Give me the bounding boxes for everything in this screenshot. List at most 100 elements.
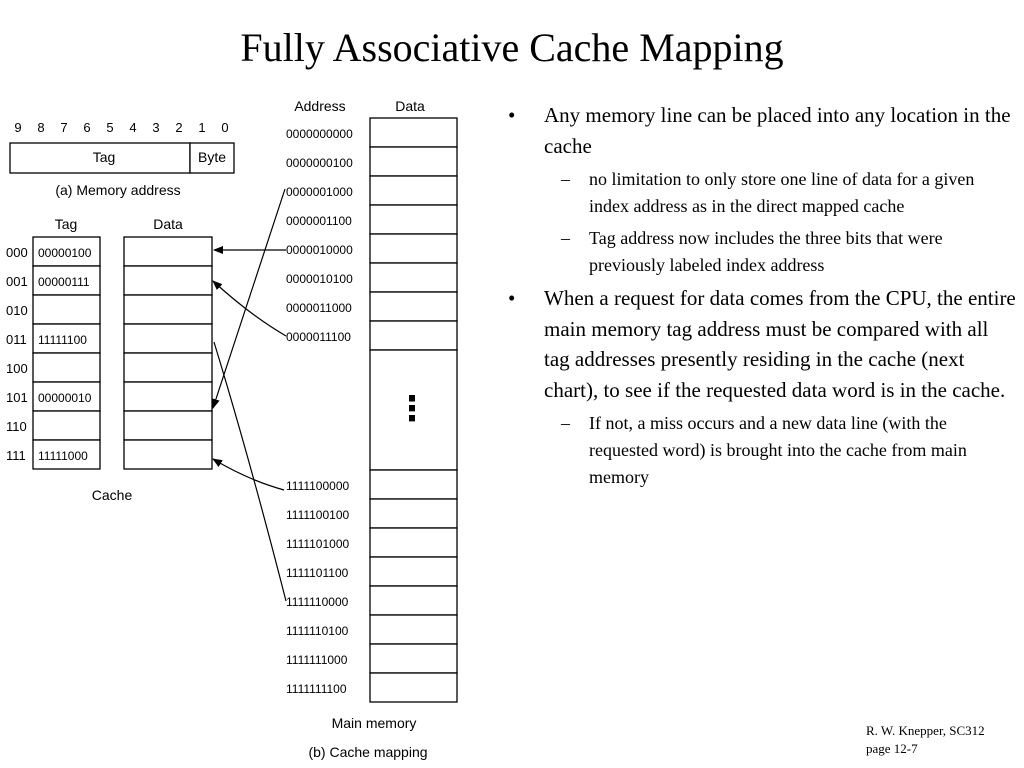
cache-index: 110 xyxy=(6,419,27,434)
cache-tag-cell xyxy=(32,294,101,325)
memory-address: 1111111100 xyxy=(286,682,347,696)
bullet-list: • Any memory line can be placed into any … xyxy=(508,100,1016,495)
memory-data-cell xyxy=(369,498,458,529)
tag-field-label: Tag xyxy=(93,149,116,165)
memory-address: 1111100100 xyxy=(286,508,350,522)
cache-tag-cell xyxy=(32,439,101,470)
cache-tag-value: 00000111 xyxy=(38,275,90,289)
memory-address: 1111101000 xyxy=(286,537,350,551)
mapping-line xyxy=(213,341,287,602)
footer: R. W. Knepper, SC312 page 12-7 xyxy=(866,722,985,758)
cache-data-cell xyxy=(123,294,213,325)
memory-data-cell xyxy=(369,146,458,177)
bit-number: 3 xyxy=(152,120,159,135)
memory-data-cell xyxy=(369,585,458,616)
cache-index: 101 xyxy=(6,390,28,405)
cache-tag-value: 00000100 xyxy=(38,246,92,260)
memory-address: 1111101100 xyxy=(286,566,349,580)
memory-data-cell xyxy=(369,527,458,558)
memory-data-cell xyxy=(369,117,458,148)
cache-index: 001 xyxy=(6,274,28,289)
bit-number: 7 xyxy=(60,120,67,135)
memory-address: 1111110000 xyxy=(286,595,349,609)
mapping-arrow xyxy=(211,188,286,409)
memory-address: 0000001000 xyxy=(286,185,353,199)
cache-index: 000 xyxy=(6,245,28,260)
memory-address-header: Address xyxy=(294,98,345,114)
memory-address-caption: (a) Memory address xyxy=(55,182,180,198)
memory-data-cell xyxy=(369,262,458,293)
memory-data-cell xyxy=(369,291,458,322)
tag-field xyxy=(9,142,191,174)
cache-tag-cell xyxy=(32,236,101,267)
memory-address: 1111110100 xyxy=(286,624,349,638)
cache-data-cell xyxy=(123,236,213,267)
mapping-arrow xyxy=(212,458,285,491)
memory-address: 1111100000 xyxy=(286,479,350,493)
cache-data-cell xyxy=(123,381,213,412)
memory-data-cell xyxy=(369,469,458,500)
bullet-text: Any memory line can be placed into any l… xyxy=(544,103,1011,158)
cache-index: 111 xyxy=(6,448,26,463)
bullet-text: When a request for data comes from the C… xyxy=(544,286,1016,402)
cache-tag-header: Tag xyxy=(55,216,78,232)
memory-data-cell xyxy=(369,672,458,703)
bit-number: 1 xyxy=(198,120,205,135)
cache-tag-cell xyxy=(32,410,101,441)
sub-bullet-marker: – xyxy=(561,228,570,248)
cache-tag-value: 00000010 xyxy=(38,391,92,405)
memory-address: 0000000100 xyxy=(286,156,353,170)
cache-data-cell xyxy=(123,439,213,470)
memory-data-cell xyxy=(369,643,458,674)
bullet-marker: • xyxy=(508,286,516,310)
cache-tag-value: 11111000 xyxy=(38,449,88,463)
bit-number: 5 xyxy=(106,120,113,135)
bullet-item: • Any memory line can be placed into any … xyxy=(508,100,1016,161)
sub-bullet-marker: – xyxy=(561,169,570,189)
sub-bullet-item: –no limitation to only store one line of… xyxy=(508,166,1016,220)
sub-bullet-text: Tag address now includes the three bits … xyxy=(589,228,943,275)
memory-gap-cell xyxy=(369,349,458,471)
bit-number: 9 xyxy=(14,120,21,135)
sub-bullet-marker: – xyxy=(561,413,570,433)
cache-index: 010 xyxy=(6,303,28,318)
memory-address: 0000011100 xyxy=(286,330,351,344)
memory-address: 0000010100 xyxy=(286,272,353,286)
memory-address: 0000010000 xyxy=(286,243,353,257)
cache-index: 100 xyxy=(6,361,28,376)
memory-address: 1111111000 xyxy=(286,653,348,667)
cache-mapping-caption: (b) Cache mapping xyxy=(308,744,427,760)
bit-number: 6 xyxy=(83,120,90,135)
sub-bullet-item: –If not, a miss occurs and a new data li… xyxy=(508,410,1016,491)
memory-rows: 0000000000000000010000000010000000001100… xyxy=(286,117,458,703)
memory-data-cell xyxy=(369,614,458,645)
cache-data-cell xyxy=(123,410,213,441)
memory-ellipsis: ⋮ xyxy=(395,390,429,428)
memory-data-cell xyxy=(369,233,458,264)
bullet-marker: • xyxy=(508,103,516,127)
cache-data-header: Data xyxy=(153,216,183,232)
main-memory-label: Main memory xyxy=(332,715,417,731)
footer-author: R. W. Knepper, SC312 xyxy=(866,723,985,738)
bit-number: 0 xyxy=(221,120,228,135)
byte-field xyxy=(189,142,235,174)
mapping-arrows xyxy=(211,188,287,602)
slide-title: Fully Associative Cache Mapping xyxy=(240,25,784,70)
cache-tag-cell xyxy=(32,352,101,383)
memory-address: 0000001100 xyxy=(286,214,352,228)
bit-number: 2 xyxy=(175,120,182,135)
cache-data-cell xyxy=(123,352,213,383)
bit-number: 8 xyxy=(37,120,44,135)
memory-data-cell xyxy=(369,320,458,351)
mapping-arrow xyxy=(212,280,287,337)
byte-field-label: Byte xyxy=(198,149,226,165)
sub-bullet-item: –Tag address now includes the three bits… xyxy=(508,225,1016,279)
sub-bullet-text: no limitation to only store one line of … xyxy=(589,169,975,216)
footer-page: page 12-7 xyxy=(866,741,918,756)
bullet-item: • When a request for data comes from the … xyxy=(508,283,1016,405)
memory-data-cell xyxy=(369,204,458,235)
cache-data-cell xyxy=(123,323,213,354)
